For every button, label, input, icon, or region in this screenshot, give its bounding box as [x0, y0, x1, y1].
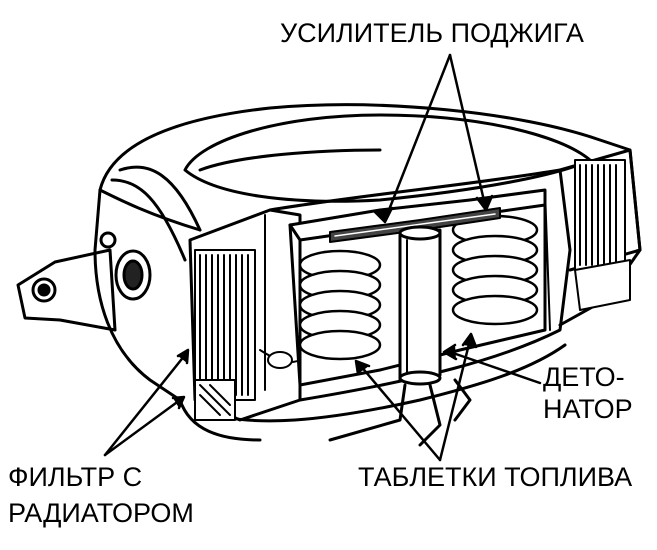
label-fuel-tablets: ТАБЛЕТКИ ТОПЛИВА [358, 462, 633, 492]
label-detonator-line2: НАТОР [543, 394, 633, 424]
label-filter-line1: ФИЛЬТР С [8, 462, 143, 492]
fuel-tablet-stack-right [451, 214, 539, 326]
inner-walls [259, 189, 551, 391]
fuel-tablet-stack-left [298, 249, 382, 361]
left-filter-hatching [194, 249, 256, 421]
mounting-flange [16, 248, 117, 332]
label-detonator-line1: ДЕТО- [543, 362, 625, 392]
leader-lines [103, 53, 542, 462]
igniter-amplifier-strip [329, 207, 501, 243]
label-igniter-amplifier: УСИЛИТЕЛЬ ПОДЖИГА [280, 18, 584, 48]
right-filter-hatching [574, 159, 631, 311]
detonator-cylinder [328, 225, 472, 447]
label-filter-line2: РАДИАТОРОМ [8, 498, 194, 528]
